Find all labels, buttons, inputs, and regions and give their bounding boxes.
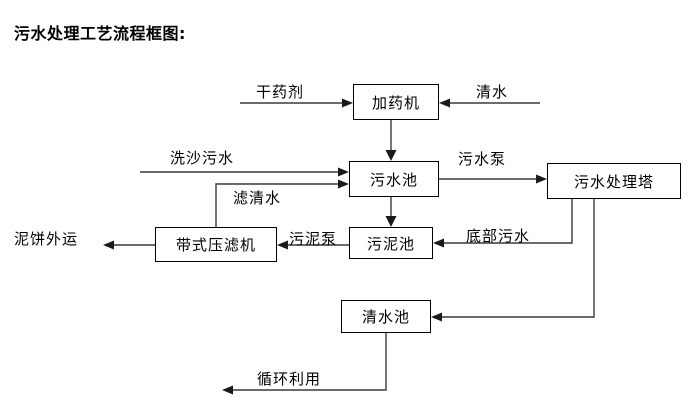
wire-tower-to-clean-water bbox=[439, 199, 595, 318]
edge-label-sewage-pump: 污水泵 bbox=[458, 150, 507, 168]
node-sludge-pool[interactable]: 污泥池 bbox=[349, 227, 433, 259]
node-sewage-pool[interactable]: 污水池 bbox=[349, 161, 439, 197]
edge-label-mud-cake-transport: 泥饼外运 bbox=[14, 230, 79, 248]
arrowhead-bottom-sewage bbox=[433, 238, 444, 248]
arrowhead-sewage-to-sludge bbox=[385, 216, 397, 227]
arrowhead-recycle bbox=[222, 385, 233, 395]
edge-label-bottom-sewage: 底部污水 bbox=[466, 227, 531, 245]
arrowhead-filtered-water bbox=[338, 179, 349, 189]
arrowhead-mudcake bbox=[103, 240, 114, 250]
arrowhead-dry-chemical bbox=[342, 98, 353, 108]
edge-label-dry-chemical: 干药剂 bbox=[256, 83, 305, 101]
node-clean-water-pool[interactable]: 清水池 bbox=[341, 300, 431, 333]
arrowhead-tower-to-clean-water bbox=[431, 312, 442, 322]
page-title: 污水处理工艺流程框图: bbox=[14, 24, 186, 43]
edge-label-sludge-pump: 污泥泵 bbox=[289, 230, 338, 248]
node-label-belt-filter-press: 带式压滤机 bbox=[175, 236, 256, 254]
arrowhead-clean-water bbox=[439, 98, 450, 108]
edge-label-sand-washing-sewage: 洗沙污水 bbox=[170, 149, 235, 167]
arrowhead-pool-to-tower bbox=[536, 174, 547, 184]
arrowhead-sludge-to-press bbox=[277, 240, 288, 250]
node-dosing-machine[interactable]: 加药机 bbox=[353, 84, 439, 120]
node-sewage-treatment-tower[interactable]: 污水处理塔 bbox=[547, 163, 681, 199]
arrowhead-dosing-to-sewage-pool bbox=[385, 150, 397, 161]
node-label-sewage-treatment-tower: 污水处理塔 bbox=[573, 172, 654, 191]
node-label-clean-water-pool: 清水池 bbox=[361, 308, 410, 326]
node-belt-filter-press[interactable]: 带式压滤机 bbox=[155, 227, 277, 262]
node-label-dosing-machine: 加药机 bbox=[371, 93, 420, 112]
edge-label-recycle-reuse: 循环利用 bbox=[257, 370, 322, 388]
node-label-sewage-pool: 污水池 bbox=[369, 170, 418, 189]
edge-label-filtered-clear-water: 滤清水 bbox=[233, 189, 282, 207]
edge-label-clean-water-in: 清水 bbox=[476, 83, 509, 101]
arrowhead-sand-sewage bbox=[338, 167, 349, 177]
node-label-sludge-pool: 污泥池 bbox=[366, 234, 415, 253]
